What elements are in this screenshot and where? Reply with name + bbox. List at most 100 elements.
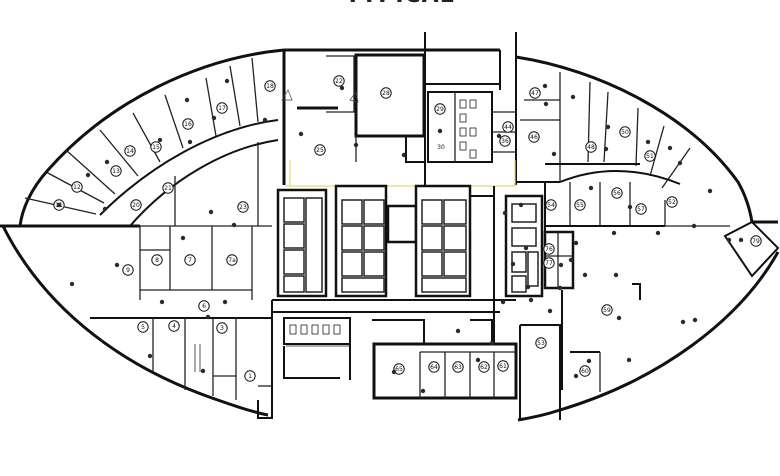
room-tag-circle	[124, 145, 136, 157]
room-tag-label: 63	[454, 364, 462, 371]
furniture-marker	[159, 299, 165, 305]
room-tag-50: 50	[619, 126, 631, 138]
room-tag-label: 8	[155, 257, 159, 264]
room-tag-circle	[543, 257, 555, 269]
furniture-marker	[523, 245, 529, 251]
room-tag-circle	[528, 131, 540, 143]
room-tag-51: 51	[644, 150, 656, 162]
room-tag-label: 64	[430, 364, 438, 371]
room-tag-label: 59	[603, 307, 611, 314]
room-tag-circle	[750, 235, 762, 247]
room-tag-label: 65	[395, 366, 403, 373]
plain-label-30: 30	[437, 144, 445, 151]
central-bottom	[272, 299, 518, 400]
room-tag-circle	[216, 322, 228, 334]
room-tag-circle	[182, 118, 194, 130]
room-tag-label: 16	[184, 121, 192, 128]
furniture-marker	[605, 124, 611, 130]
furniture-marker	[211, 115, 217, 121]
room-tag-7a: 7a	[226, 254, 238, 266]
room-tag-circle	[428, 361, 440, 373]
room-tag-18: 18	[264, 80, 276, 92]
furniture-marker	[510, 261, 516, 267]
furniture-marker	[224, 78, 230, 84]
room-tag-3: 3	[216, 322, 228, 334]
room-tag-label: 62	[480, 364, 488, 371]
furniture-marker	[692, 317, 698, 323]
furniture-marker	[570, 94, 576, 100]
room-tag-label: 29	[436, 106, 444, 113]
furniture-marker	[157, 137, 163, 143]
room-tag-label: 3	[220, 325, 224, 332]
furniture-marker	[85, 172, 91, 178]
room-tag-64: 64	[428, 361, 440, 373]
furniture-marker	[726, 237, 732, 243]
room-tag-1: 1	[244, 370, 256, 382]
room-tag-label: 48	[587, 144, 595, 151]
furniture-marker	[339, 85, 345, 91]
room-tag-48: 48	[585, 141, 597, 153]
room-tag-circle	[585, 141, 597, 153]
room-tag-65: 65	[393, 363, 405, 375]
room-tag-16: 16	[182, 118, 194, 130]
room-labels: 1345677a89111213141516171820212223252829…	[53, 75, 762, 382]
furniture-marker	[222, 299, 228, 305]
furniture-marker	[611, 230, 617, 236]
room-tag-circle	[198, 300, 210, 312]
room-tag-8: 8	[151, 254, 163, 266]
room-tag-circle	[162, 182, 174, 194]
room-tag-circle	[543, 243, 555, 255]
room-tag-5: 5	[137, 321, 149, 333]
furniture-marker	[502, 210, 508, 216]
room-tag-circle	[452, 361, 464, 373]
room-tag-36: 36	[499, 135, 511, 147]
room-tag-label: 15	[152, 144, 160, 151]
room-tag-circle	[666, 196, 678, 208]
furniture-marker	[667, 145, 673, 151]
furniture-marker	[298, 131, 304, 137]
furniture-marker	[518, 202, 524, 208]
room-tag-circle	[130, 199, 142, 211]
furniture-marker	[102, 206, 108, 212]
room-tag-label: 50	[621, 129, 629, 136]
room-tag-17: 17	[216, 102, 228, 114]
furniture-marker	[500, 299, 506, 305]
furniture-marker	[568, 257, 574, 263]
room-tag-circle	[644, 150, 656, 162]
furniture-marker	[707, 188, 713, 194]
furniture-marker	[645, 139, 651, 145]
furniture-marker	[586, 358, 592, 364]
room-tag-44: 44	[502, 121, 514, 133]
furniture-markers	[56, 78, 744, 394]
room-tag-label: 47	[531, 90, 539, 97]
room-tag-circle	[574, 199, 586, 211]
room-tag-46: 46	[528, 131, 540, 143]
room-tag-label: 5	[141, 324, 145, 331]
furniture-marker	[603, 146, 609, 152]
room-tag-label: 46	[530, 134, 538, 141]
room-tag-62: 62	[478, 361, 490, 373]
furniture-marker	[528, 297, 534, 303]
room-tag-54: 54	[545, 199, 557, 211]
plan-heading: TYPICAL	[345, 0, 454, 8]
room-tag-circle	[380, 87, 392, 99]
room-tag-label: 21	[164, 185, 172, 192]
room-tag-79: 79	[750, 235, 762, 247]
furniture-marker	[655, 230, 661, 236]
furniture-marker	[180, 235, 186, 241]
room-tag-9: 9	[122, 264, 134, 276]
furniture-marker	[626, 357, 632, 363]
room-tag-53: 53	[535, 337, 547, 349]
furniture-marker	[56, 202, 62, 208]
left-wing	[0, 48, 285, 419]
room-tag-23: 23	[237, 201, 249, 213]
room-tag-circle	[478, 361, 490, 373]
room-tag-label: 12	[73, 184, 81, 191]
furniture-marker	[525, 284, 531, 290]
room-tag-label: 4	[172, 323, 176, 330]
furniture-marker	[455, 328, 461, 334]
room-tag-56: 56	[611, 187, 623, 199]
furniture-marker	[262, 117, 268, 123]
furniture-marker	[114, 262, 120, 268]
